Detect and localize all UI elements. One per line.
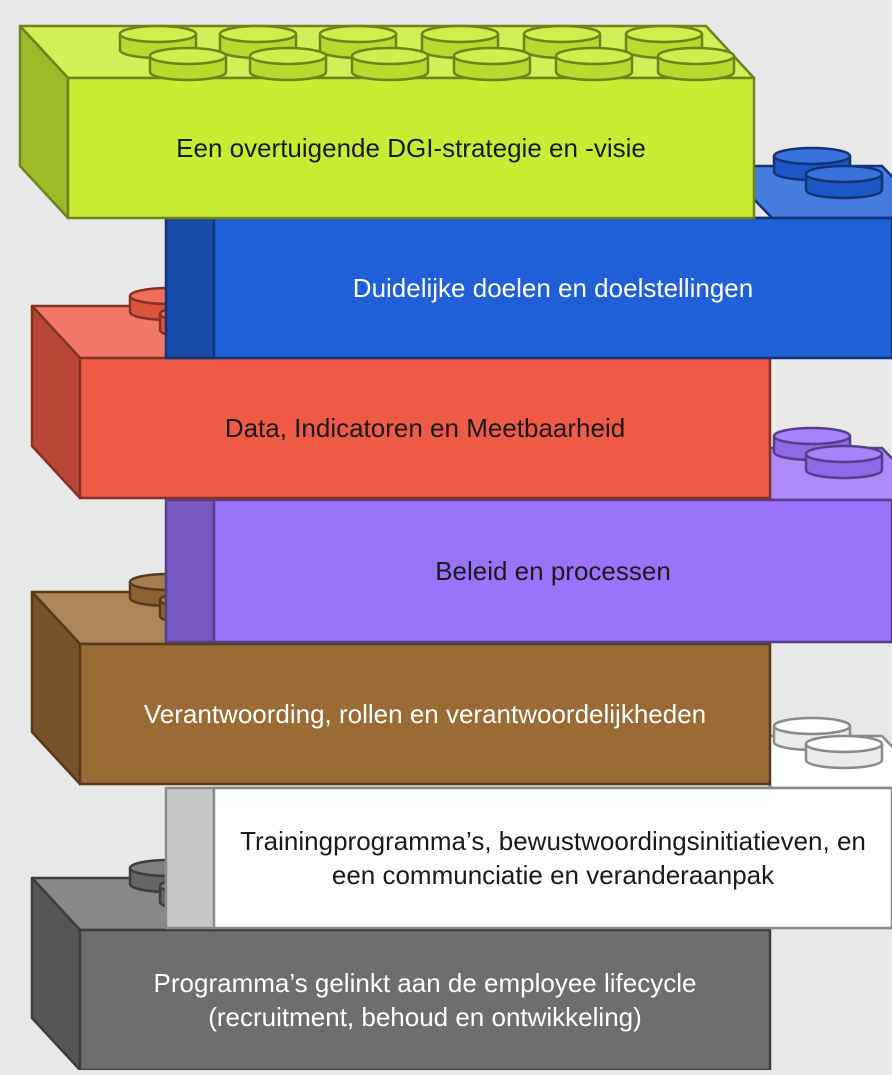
brick-stud (804, 734, 884, 770)
stud-top (772, 426, 852, 446)
brick-front-face (78, 356, 772, 500)
brick-side-face (164, 498, 216, 644)
stud-top (218, 24, 298, 44)
brick-stud (350, 46, 430, 82)
brick-strategy (18, 24, 756, 220)
stud-top (420, 24, 500, 44)
stud-top (452, 46, 532, 66)
stud-top (318, 24, 398, 44)
stud-top (804, 164, 884, 184)
stud-top (148, 46, 228, 66)
brick-stud (148, 46, 228, 82)
brick-stud (656, 46, 736, 82)
stud-top (656, 46, 736, 66)
brick-stud (804, 444, 884, 480)
brick-stud (554, 46, 634, 82)
stud-top (118, 24, 198, 44)
stud-top (804, 734, 884, 754)
brick-stud (804, 164, 884, 200)
stud-top (772, 716, 852, 736)
brick-stud (248, 46, 328, 82)
brick-front-face (78, 928, 772, 1072)
brick-goals (164, 146, 892, 360)
brick-front-face (212, 216, 892, 360)
stud-top (522, 24, 602, 44)
brick-front-face (212, 786, 892, 930)
stud-top (772, 146, 852, 166)
stud-top (624, 24, 704, 44)
brick-side-face (164, 786, 216, 930)
brick-stud (452, 46, 532, 82)
stud-top (350, 46, 430, 66)
brick-side-face (164, 216, 216, 360)
brick-front-face (212, 498, 892, 644)
stud-top (804, 444, 884, 464)
brick-front-face (78, 642, 772, 786)
stud-top (248, 46, 328, 66)
stud-top (554, 46, 634, 66)
brick-front-face (66, 76, 756, 220)
